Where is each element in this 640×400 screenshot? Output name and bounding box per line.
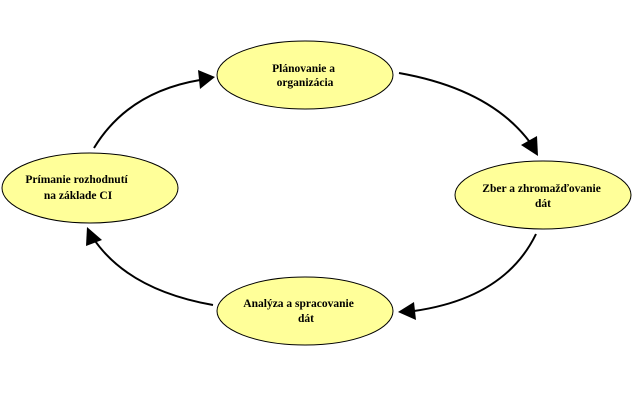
arrow-decision-to-planning	[93, 79, 201, 149]
node-analysis-line-1: Analýza a spracovanie	[243, 298, 354, 310]
node-collection-label: Zber a zhromažďovanie dát	[482, 183, 603, 210]
node-analysis-ellipse	[216, 276, 394, 346]
node-planning-label: Plánovanie a organizácia	[272, 63, 338, 89]
arrow-head-decision	[86, 227, 102, 246]
node-analysis-label: Analýza a spracovanie dát	[243, 298, 356, 325]
node-planning: Plánovanie a organizácia	[216, 40, 394, 110]
node-collection: Zber a zhromažďovanie dát	[454, 160, 632, 230]
node-analysis-line-2: dát	[298, 313, 314, 325]
node-planning-line-2: organizácia	[277, 77, 334, 89]
node-decision-label: Prímanie rozhodnutí na základe CI	[25, 174, 130, 202]
node-decision: Prímanie rozhodnutí na základe CI	[1, 152, 179, 224]
arrow-analysis-to-decision	[92, 237, 214, 306]
node-decision-ellipse	[1, 152, 179, 224]
node-decision-line-2: na základe CI	[44, 190, 113, 202]
arrow-head-collection	[521, 136, 538, 156]
arrow-head-analysis	[398, 302, 416, 320]
cycle-arrows	[86, 70, 538, 320]
node-planning-line-1: Plánovanie a	[272, 63, 335, 75]
node-collection-ellipse	[454, 160, 632, 230]
node-collection-line-2: dát	[535, 198, 551, 210]
node-analysis: Analýza a spracovanie dát	[216, 276, 394, 346]
node-decision-line-1: Prímanie rozhodnutí	[25, 174, 128, 186]
node-collection-line-1: Zber a zhromažďovanie	[482, 183, 601, 195]
node-planning-ellipse	[216, 40, 394, 110]
arrow-planning-to-collection	[398, 72, 535, 149]
arrow-head-planning	[198, 70, 215, 89]
arrow-collection-to-analysis	[413, 233, 537, 312]
